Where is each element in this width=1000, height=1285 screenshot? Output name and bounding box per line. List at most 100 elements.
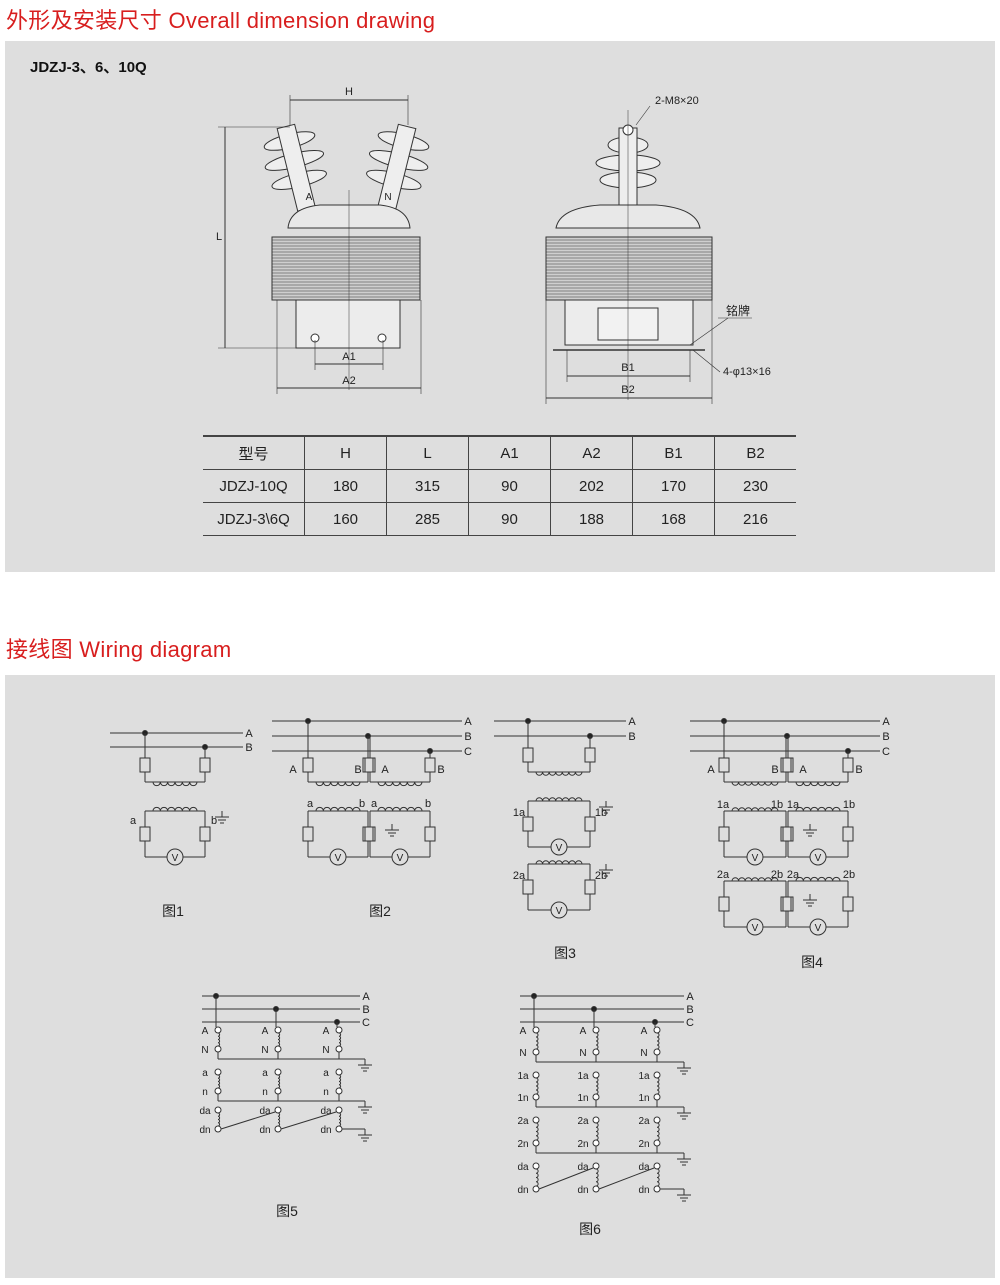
terminal xyxy=(214,1045,222,1053)
phase-label: B xyxy=(464,731,471,743)
terminal-label-a: A xyxy=(306,192,313,203)
terminal-label: N xyxy=(201,1045,208,1056)
fuse-box xyxy=(584,879,596,895)
terminal-label: 2b xyxy=(771,869,783,881)
phase-label: C xyxy=(686,1017,694,1029)
cell: 90 xyxy=(468,502,551,536)
terminal xyxy=(335,1087,343,1095)
terminal xyxy=(592,1071,600,1079)
terminal xyxy=(532,1162,540,1170)
voltmeter-icon xyxy=(391,848,409,866)
terminal xyxy=(532,1026,540,1034)
terminal-label: 2a xyxy=(638,1116,650,1127)
phase-label: C xyxy=(464,746,472,758)
cell: 285 xyxy=(386,502,469,536)
junction-dot xyxy=(784,733,790,739)
terminal xyxy=(532,1093,540,1101)
terminal xyxy=(592,1026,600,1034)
terminal-label: A xyxy=(707,764,715,776)
coil xyxy=(731,807,779,812)
terminal-label: b xyxy=(425,798,431,810)
terminal-label: da xyxy=(577,1162,589,1173)
terminal-label: A xyxy=(799,764,807,776)
coil xyxy=(152,806,198,812)
col-header: L xyxy=(386,436,469,470)
terminal xyxy=(653,1093,661,1101)
winding xyxy=(595,1032,599,1050)
terminal-label: 1n xyxy=(517,1093,528,1104)
table-row: JDZJ-3\6Q 160 285 90 188 168 216 xyxy=(203,502,796,536)
cell: 90 xyxy=(468,469,551,503)
terminal xyxy=(532,1116,540,1124)
terminal xyxy=(653,1162,661,1170)
terminal xyxy=(592,1162,600,1170)
terminal xyxy=(274,1068,282,1076)
figure-caption: 图4 xyxy=(801,954,823,970)
wire xyxy=(220,1111,276,1130)
voltmeter-label: V xyxy=(335,853,342,864)
phase-label: A xyxy=(464,716,472,728)
cell: JDZJ-10Q xyxy=(219,477,288,495)
fuse-box xyxy=(522,816,534,832)
terminal-label: 1a xyxy=(787,799,800,811)
terminal-label: 2a xyxy=(517,1116,529,1127)
terminal-label: 1b xyxy=(771,799,783,811)
terminal-label: n xyxy=(323,1087,329,1098)
leader xyxy=(689,317,729,346)
terminal-label: 2b xyxy=(595,870,607,882)
terminal-label: A xyxy=(580,1026,587,1037)
terminal-label: da xyxy=(320,1106,332,1117)
section-title-wiring: 接线图 Wiring diagram xyxy=(6,637,232,662)
col-header: A2 xyxy=(550,436,633,470)
phase-label: A xyxy=(882,716,890,728)
terminal xyxy=(214,1087,222,1095)
core xyxy=(545,236,713,301)
terminal xyxy=(653,1026,661,1034)
terminal-label: a xyxy=(262,1068,268,1079)
terminal xyxy=(335,1068,343,1076)
winding xyxy=(217,1032,221,1047)
terminal-label: N xyxy=(579,1048,586,1059)
coil xyxy=(152,781,198,787)
terminal xyxy=(653,1116,661,1124)
terminal xyxy=(335,1045,343,1053)
winding xyxy=(338,1032,342,1047)
cell: 170 xyxy=(632,469,715,503)
fuse-box xyxy=(139,826,151,842)
voltmeter-icon xyxy=(550,838,568,856)
voltmeter-icon xyxy=(166,848,184,866)
terminal xyxy=(653,1071,661,1079)
terminal-label: 1n xyxy=(577,1093,588,1104)
terminal xyxy=(274,1045,282,1053)
terminal-label: 2n xyxy=(517,1139,528,1150)
voltmeter-label: V xyxy=(556,906,563,917)
terminal-label: b xyxy=(211,815,217,827)
terminal-label: N xyxy=(322,1045,329,1056)
leader xyxy=(692,349,721,373)
table-header-row: 型号 H L A1 A2 B1 B2 xyxy=(203,436,796,470)
fuse-box xyxy=(302,826,314,842)
cell: 188 xyxy=(550,502,633,536)
holes-spec-label: 4-φ13×16 xyxy=(723,366,771,378)
col-header: A1 xyxy=(468,436,551,470)
terminal xyxy=(592,1116,600,1124)
figure-caption: 图1 xyxy=(162,903,184,919)
dim-label-b2: B2 xyxy=(621,384,634,396)
coil xyxy=(535,860,583,865)
terminal xyxy=(214,1068,222,1076)
dim-label-l: L xyxy=(216,231,222,243)
phase-label: B xyxy=(362,1004,369,1016)
phase-label: A xyxy=(362,991,370,1003)
terminal-label: B xyxy=(855,764,862,776)
terminal-label: 1n xyxy=(638,1093,649,1104)
fuse-box xyxy=(718,896,730,912)
voltmeter-label: V xyxy=(397,853,404,864)
terminal-label: 1a xyxy=(513,807,526,819)
coil xyxy=(535,771,583,776)
voltmeter-label: V xyxy=(815,853,822,864)
voltmeter-label: V xyxy=(172,853,179,864)
cell: JDZJ-3\6Q xyxy=(217,510,290,528)
section-title-dimensions: 外形及安装尺寸 Overall dimension drawing xyxy=(6,8,436,33)
terminal xyxy=(532,1071,540,1079)
coil xyxy=(795,781,841,787)
